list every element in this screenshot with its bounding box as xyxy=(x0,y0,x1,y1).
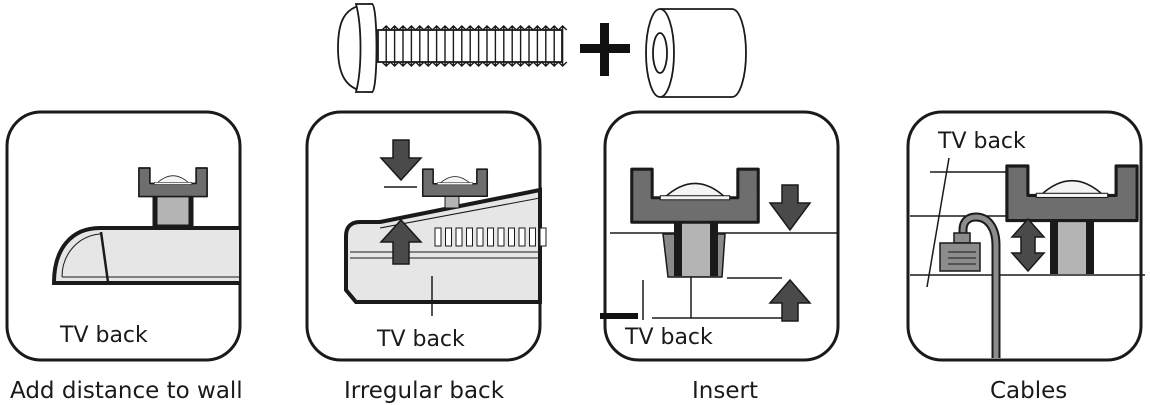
caption: Insert xyxy=(692,378,758,404)
inner-label: TV back xyxy=(59,323,148,348)
caption: Irregular back xyxy=(344,378,505,404)
vent-slot xyxy=(518,227,526,247)
arrow-up-icon xyxy=(768,278,812,322)
spacer-shape xyxy=(1050,214,1094,274)
vent-slot xyxy=(476,227,484,247)
panel-add-distance: TV back Add distance to wall xyxy=(5,110,243,404)
panel-cables: TV back Cables xyxy=(906,110,1145,404)
vent-slot xyxy=(445,227,452,247)
vent-slot xyxy=(497,227,505,247)
spacer-shape xyxy=(662,216,726,278)
plus-icon xyxy=(580,23,630,76)
panel-insert: TV back Insert xyxy=(600,110,840,404)
vent-slot xyxy=(487,227,494,247)
double-arrow-icon xyxy=(1010,217,1046,273)
caption: Cables xyxy=(990,378,1067,404)
inner-label: TV back xyxy=(624,325,713,350)
inner-label: TV back xyxy=(376,327,465,352)
vent-slot xyxy=(466,227,473,247)
arrow-up-icon xyxy=(379,218,423,265)
vent-slot xyxy=(529,227,536,247)
vent-slot xyxy=(455,227,463,247)
caption: Add distance to wall xyxy=(10,378,243,404)
screw-thread xyxy=(381,25,568,67)
vent-slot xyxy=(539,227,547,247)
vent-slot xyxy=(508,227,515,247)
hardware-row xyxy=(337,3,747,98)
screw-icon xyxy=(337,3,568,93)
spacer-icon xyxy=(645,8,747,98)
arrow-down-icon xyxy=(768,184,812,232)
tv-back-shape xyxy=(344,187,547,316)
panel-irregular-back: TV back Irregular back xyxy=(305,110,547,404)
vent-slot xyxy=(434,227,442,247)
inner-label: TV back xyxy=(937,129,1026,154)
tv-back-shape xyxy=(51,226,239,285)
cable-icon xyxy=(939,212,1001,358)
arrow-down-icon xyxy=(379,139,423,188)
